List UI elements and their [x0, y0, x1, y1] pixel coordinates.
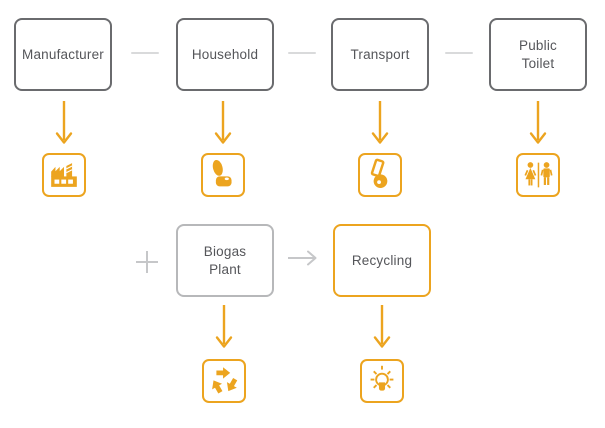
node-recycling: Recycling — [333, 224, 431, 297]
recycling-icon-tile — [360, 359, 404, 403]
connector-line — [288, 52, 316, 54]
node-biogas-plant: Biogas Plant — [176, 224, 274, 297]
hand-cart-icon — [370, 158, 388, 189]
node-biogas-plant-label: Biogas Plant — [203, 243, 247, 277]
node-transport: Transport — [331, 18, 429, 91]
node-manufacturer-label: Manufacturer — [22, 46, 104, 62]
node-public-toilet-label: Public Toilet — [519, 37, 557, 71]
toilet-icon — [212, 159, 232, 187]
down-arrow-icon — [373, 305, 391, 348]
down-arrow-icon — [214, 101, 232, 144]
lightbulb-icon — [370, 365, 394, 391]
biogas-icon-tile — [202, 359, 246, 403]
down-arrow-icon — [529, 101, 547, 144]
node-household: Household — [176, 18, 274, 91]
connector-line — [131, 52, 159, 54]
restroom-icon — [524, 162, 553, 188]
down-arrow-icon — [55, 101, 73, 144]
manufacturer-icon-tile — [42, 153, 86, 197]
node-household-label: Household — [191, 46, 259, 62]
public-toilet-icon-tile — [516, 153, 560, 197]
down-arrow-icon — [215, 305, 233, 348]
down-arrow-icon — [371, 101, 389, 144]
node-public-toilet: Public Toilet — [489, 18, 587, 91]
recycle-icon — [208, 367, 241, 396]
transport-icon-tile — [358, 153, 402, 197]
right-arrow-icon — [288, 250, 317, 266]
node-manufacturer: Manufacturer — [14, 18, 112, 91]
household-icon-tile — [201, 153, 245, 197]
node-recycling-label: Recycling — [351, 252, 413, 268]
factory-icon — [51, 163, 77, 187]
plus-icon — [136, 251, 158, 273]
connector-line — [445, 52, 473, 54]
node-transport-label: Transport — [350, 46, 410, 62]
